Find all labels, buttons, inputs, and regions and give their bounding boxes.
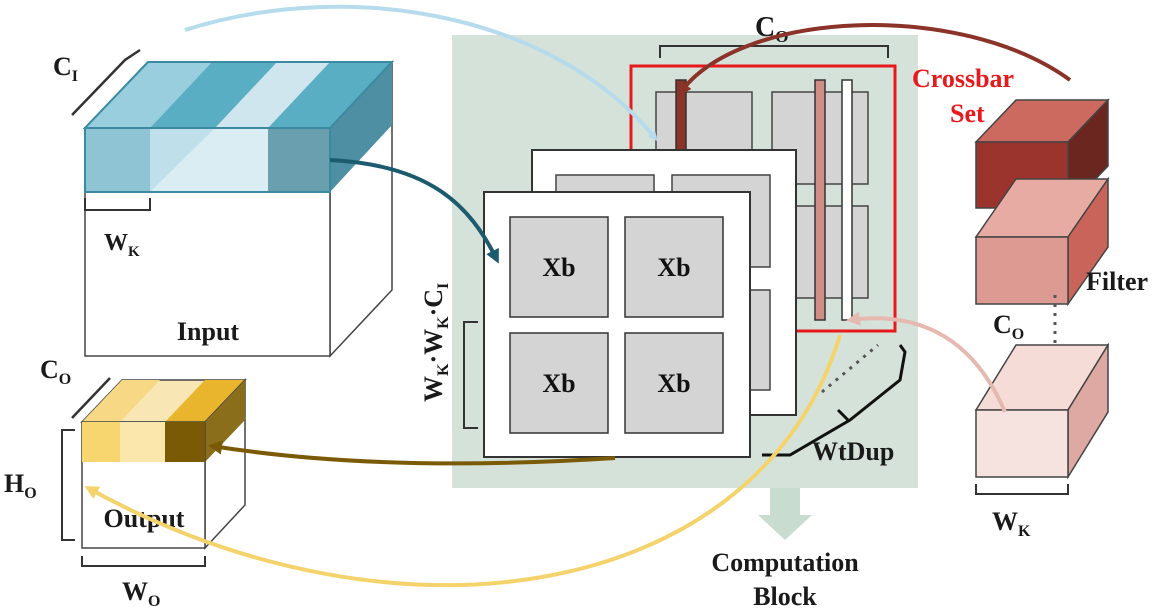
- filter-column-mid: [814, 79, 826, 321]
- filter-label: Filter: [1086, 267, 1148, 296]
- output-ho-label: HO: [4, 469, 37, 502]
- filter-column-light: [841, 79, 853, 321]
- arrow-filter-to-crossbar-bottom: [846, 311, 1007, 413]
- output-co-bracket: [71, 377, 111, 419]
- arrow-input-to-rows: [329, 158, 499, 264]
- output-ho-bracket: [61, 429, 75, 541]
- computation-block-caption-2: Block: [753, 582, 817, 611]
- filter-wk-label: WK: [992, 507, 1031, 540]
- input-label: Input: [177, 317, 239, 346]
- input-ci-label: CI: [53, 52, 78, 85]
- arrow-input-to-crossbar: [184, 4, 658, 142]
- input-wk-label: WK: [104, 230, 140, 260]
- output-wo-label: WO: [122, 577, 160, 610]
- xb-tile-3: [509, 332, 609, 434]
- xb-tile-1: [509, 216, 609, 318]
- input-ci-bracket: [71, 48, 141, 116]
- front-crossbar-layer: Xb Xb Xb Xb: [483, 191, 751, 458]
- xb-label-3: Xb: [542, 369, 575, 398]
- xb-label-4: Xb: [657, 369, 690, 398]
- arrow-block-to-output: [208, 440, 616, 466]
- filter-cube-light: [974, 342, 1110, 480]
- arrow-filter-to-crossbar-top: [677, 23, 1072, 97]
- computation-block-caption-1: Computation: [711, 548, 859, 577]
- xb-tile-2: [624, 216, 724, 318]
- top-co-bracket: [659, 45, 889, 58]
- rows-label: WK·WK·CI: [419, 283, 452, 402]
- wtdup-bracket: [762, 344, 907, 457]
- wtdup-dots: [821, 343, 879, 394]
- crossbar-set-label-2: Set: [950, 99, 985, 128]
- xb-label-1: Xb: [542, 253, 575, 282]
- wtdup-bracket-tick: [836, 408, 850, 422]
- filter-cube-mid: [974, 176, 1110, 307]
- filter-co-label: CO: [993, 310, 1024, 343]
- output-co-label: CO: [40, 355, 71, 388]
- wtdup-label: WtDup: [812, 437, 894, 466]
- input-wk-bracket: [84, 198, 151, 211]
- arrow-crossbar-to-output-yellow: [84, 334, 842, 588]
- computation-block-down-arrow: [758, 488, 812, 540]
- output-wo-bracket: [81, 556, 206, 567]
- output-cube: [80, 378, 247, 550]
- filter-wk-bracket: [975, 484, 1069, 495]
- xb-tile-4: [624, 332, 724, 434]
- crossbar-set-label-1: Crossbar: [912, 64, 1014, 93]
- rows-bracket: [463, 321, 478, 429]
- xb-label-2: Xb: [657, 253, 690, 282]
